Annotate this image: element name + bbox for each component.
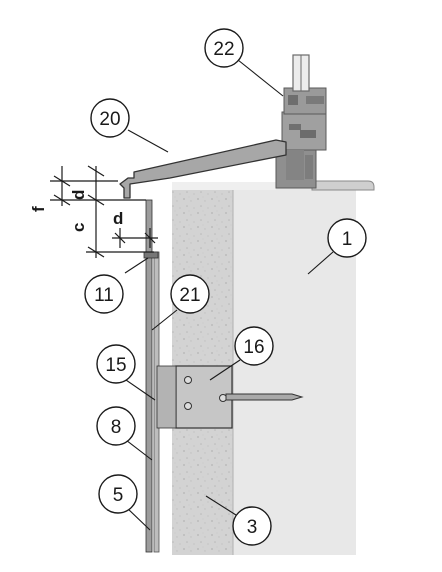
callout-20-label: 20 [99,109,120,130]
callout-8: 8 [96,406,136,446]
sill-flashing [119,139,287,199]
frame-detail-3 [300,130,316,138]
callout-15: 15 [96,344,136,384]
dimension-marks [50,165,158,258]
dim-f: f [29,206,48,212]
frame-detail-4 [306,96,324,104]
wall-top [172,182,276,190]
callout-11-label: 11 [94,285,114,306]
callout-8-label: 8 [111,417,122,438]
frame-detail-2 [289,124,301,130]
frame-detail-1 [288,95,298,105]
frame-detail-6 [305,155,313,179]
panel-clip [143,251,159,259]
dim-c: c [69,223,88,232]
anchor-bolt [225,393,304,401]
bracket-bolt-1 [184,376,192,384]
callout-5: 5 [98,474,138,514]
bracket-rail [156,365,177,429]
bracket-bolt-2 [184,402,192,410]
callout-3: 3 [232,506,272,546]
cladding-panel [145,199,153,553]
callout-21-label: 21 [179,285,200,306]
callout-20: 20 [90,98,130,138]
callout-11: 11 [84,274,124,314]
callout-5-label: 5 [113,485,124,506]
frame-detail-5 [286,150,304,180]
dim-d-side: d [113,209,123,228]
callout-16-label: 16 [243,337,264,358]
dim-d-top: d [69,190,88,200]
callout-15-label: 15 [105,355,126,376]
callout-1: 1 [327,218,367,258]
callout-1-label: 1 [342,229,353,250]
callout-22-label: 22 [213,39,234,60]
bracket-bolt-3 [219,394,227,402]
callout-16: 16 [234,326,274,366]
callout-21: 21 [170,274,210,314]
leader-lines [124,59,334,531]
callout-3-label: 3 [247,517,258,538]
callout-22: 22 [204,28,244,68]
inner-sill [311,180,375,191]
